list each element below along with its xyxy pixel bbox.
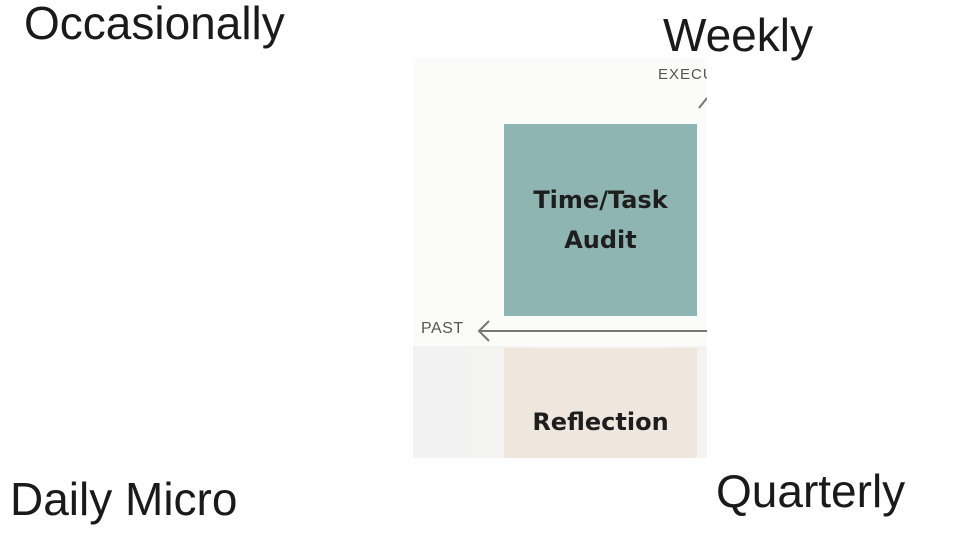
quadrant-reflection: Reflection <box>504 348 697 458</box>
quadrant-title: Reflection <box>532 408 669 436</box>
quadrant-title: Time/Task Audit <box>533 180 667 260</box>
quadrant-time-task-audit: Time/Task Audit <box>504 124 697 316</box>
quadrant-title-line2: Audit <box>564 226 637 254</box>
vertical-axis-arrow-icon <box>698 97 707 109</box>
arrow-left-icon <box>477 320 707 342</box>
label-weekly: Weekly <box>663 9 813 61</box>
horizontal-axis-label: PAST <box>421 320 464 337</box>
label-occasionally: Occasionally <box>24 0 285 49</box>
vertical-axis-label: EXECU <box>658 66 707 83</box>
diagram-crop: EXECU Time/Task Audit Reflection PAST <box>413 58 707 458</box>
axis-lines <box>477 97 707 342</box>
quadrant-title-line1: Time/Task <box>533 186 668 214</box>
label-daily-micro: Daily Micro <box>10 473 238 525</box>
label-quarterly: Quarterly <box>716 465 906 517</box>
